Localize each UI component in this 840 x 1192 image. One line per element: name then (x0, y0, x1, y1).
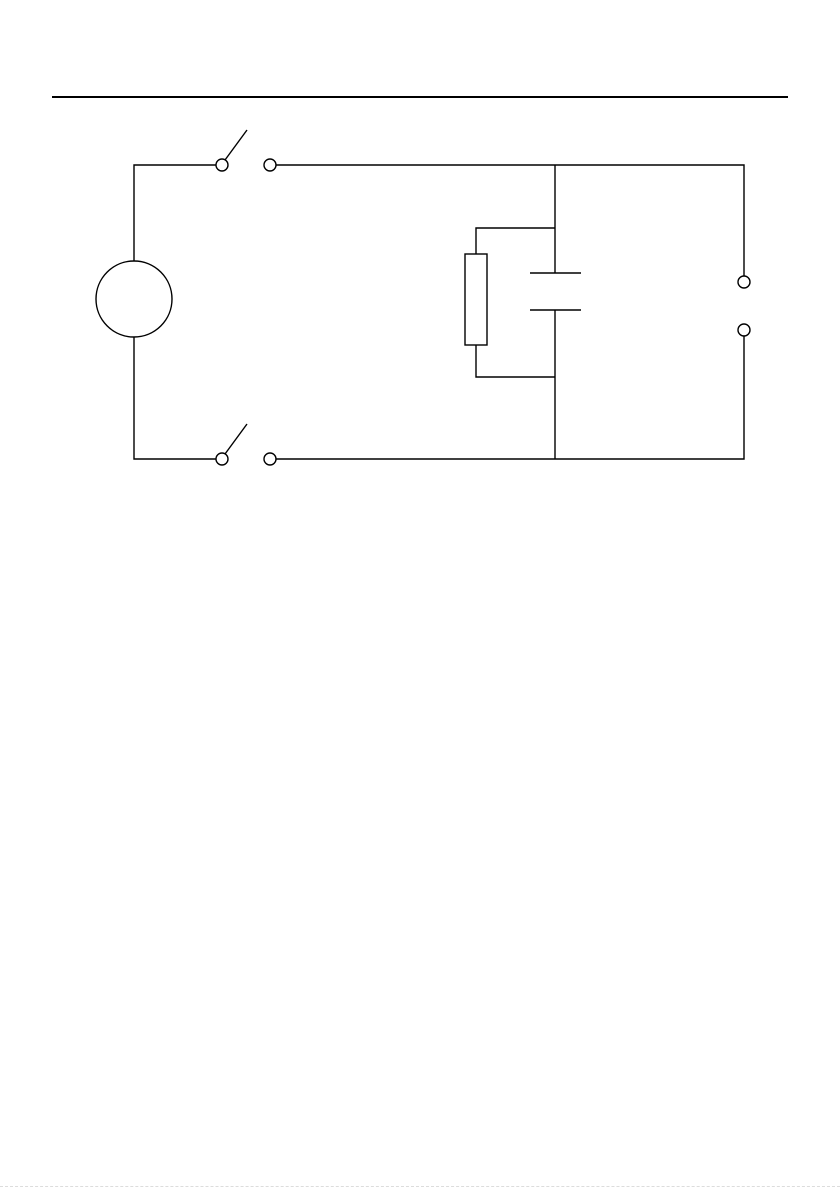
switch-top (216, 130, 276, 171)
output-terminals (738, 276, 750, 336)
terminal-top (738, 276, 750, 288)
switch-top-blade (225, 130, 247, 160)
page-bottom-edge (0, 1186, 840, 1187)
resistor (465, 254, 487, 345)
capacitor (530, 273, 581, 310)
switch-bottom-blade (225, 424, 247, 454)
rails (276, 165, 744, 459)
switch-bottom-pivot (216, 453, 228, 465)
bottom-rail (276, 336, 744, 459)
switch-top-contact (264, 159, 276, 171)
source-wires (134, 165, 217, 459)
switch-bottom (216, 424, 276, 465)
resistor-branch (476, 228, 555, 377)
switch-top-pivot (216, 159, 228, 171)
switch-bottom-contact (264, 453, 276, 465)
terminal-bottom (738, 324, 750, 336)
top-rail (276, 165, 744, 276)
source-circle (96, 261, 172, 337)
